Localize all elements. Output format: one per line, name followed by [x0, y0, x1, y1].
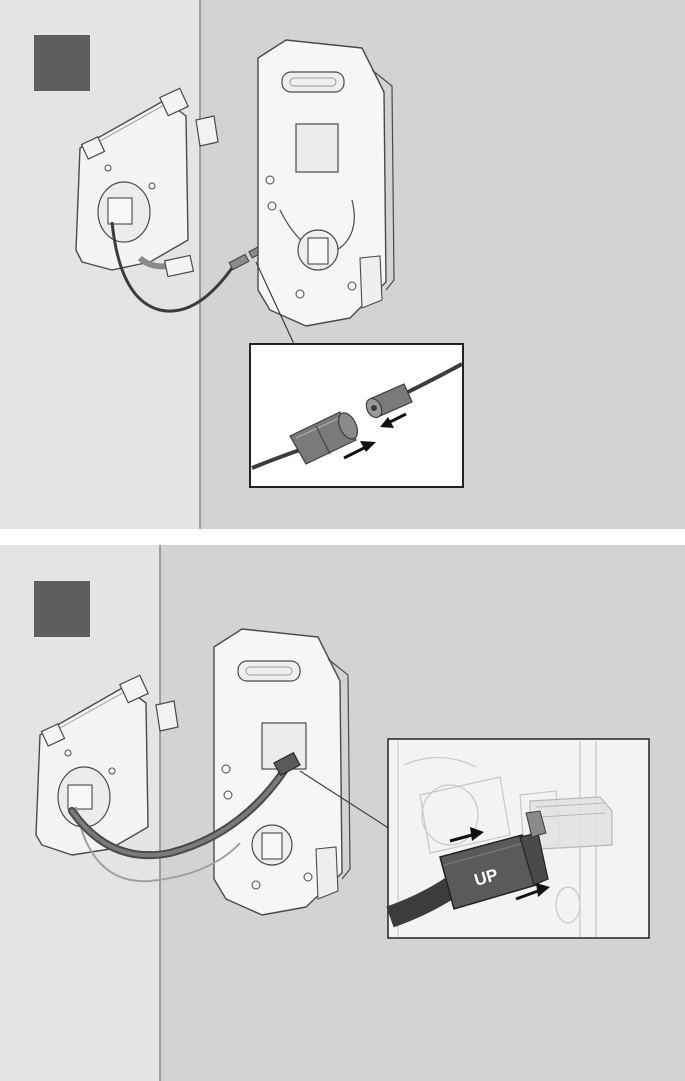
step-number-badge — [34, 35, 90, 91]
latch-bolt — [156, 701, 178, 731]
latch-bolt — [196, 116, 218, 146]
step-number-badge — [34, 581, 90, 637]
step-1-panel — [0, 0, 685, 529]
step-1-illustration — [0, 0, 685, 529]
lock-body — [258, 40, 394, 326]
step-2-illustration: UP — [0, 545, 685, 1081]
ribbon-connector-zoom: UP — [388, 739, 649, 938]
cable-connector-zoom — [250, 344, 463, 487]
step-2-panel: UP — [0, 545, 685, 1081]
